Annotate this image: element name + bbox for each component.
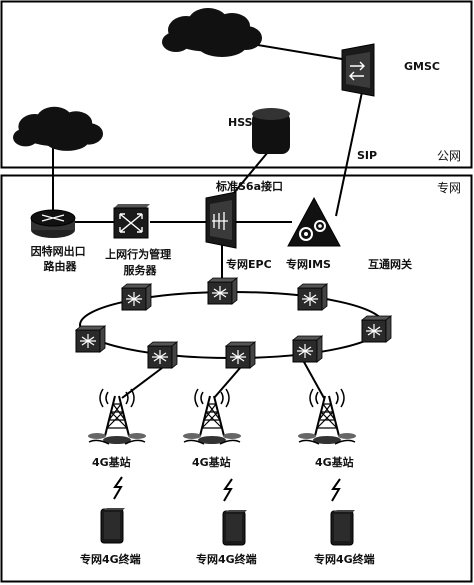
- link-ring-bs1: [121, 367, 163, 399]
- terminal-2-label: 专网4G终端: [196, 552, 257, 566]
- behavior-server-label: 上网行为管理 服务器: [105, 247, 175, 277]
- wireless-bolt-2-icon: [223, 478, 233, 502]
- base-station-2-label: 4G基站: [192, 455, 231, 469]
- terminal-1-phone-icon: [100, 507, 126, 544]
- behavior-server-label-line1: 上网行为管理: [105, 247, 171, 261]
- ring-switch-3: [297, 283, 328, 311]
- ring-switch-7: [225, 341, 256, 369]
- terminal-1-label: 专网4G终端: [80, 552, 141, 566]
- router-label-line1: 因特网出口: [31, 244, 86, 258]
- terminal-3-phone-icon: [330, 509, 356, 546]
- behavior-server-label-line2: 服务器: [124, 263, 158, 277]
- hss-label: HSS: [228, 116, 253, 129]
- sip-link-label: SIP: [357, 149, 377, 162]
- terminal-3-label: 专网4G终端: [314, 552, 375, 566]
- ring-switch-8: [292, 335, 323, 363]
- top-cloud-icon: [162, 8, 262, 57]
- ims-label: 专网IMS: [286, 257, 331, 271]
- private-zone-frame: [0, 174, 473, 583]
- base-station-1-icon: [87, 388, 147, 445]
- ring-switch-6: [147, 341, 178, 369]
- private-zone-label: 专网: [437, 180, 461, 195]
- router-icon: [30, 209, 76, 238]
- wireless-bolt-3-icon: [331, 478, 341, 502]
- switch-icon: [113, 204, 150, 239]
- s6a-link-label: 标准S6a接口: [215, 179, 283, 193]
- wireless-bolt-1-icon: [113, 476, 123, 500]
- link-ring-bs3: [303, 361, 325, 399]
- ring-switch-5: [75, 325, 106, 353]
- ring-switches: [75, 277, 392, 369]
- terminal-2-phone-icon: [222, 509, 248, 546]
- gateway-label: 互通网关: [368, 257, 412, 271]
- base-station-3-label: 4G基站: [315, 455, 354, 469]
- public-zone-frame: [0, 0, 473, 169]
- epc-server-icon: [205, 191, 237, 249]
- public-zone-label: 公网: [437, 149, 461, 163]
- epc-label: 专网EPC: [226, 257, 272, 271]
- base-station-2-icon: [182, 388, 242, 445]
- ring-switch-4: [361, 315, 392, 343]
- link-gmsc-ims: [335, 91, 363, 217]
- base-station-3-icon: [297, 388, 357, 445]
- gmsc-label: GMSC: [404, 60, 440, 73]
- ring-switch-1: [121, 283, 152, 311]
- hss-database-icon: [252, 108, 290, 154]
- gmsc-server-icon: [341, 43, 375, 97]
- base-station-1-label: 4G基站: [92, 455, 131, 469]
- ims-gear-icon: [287, 196, 341, 247]
- router-label-line2: 路由器: [44, 259, 78, 273]
- internet-cloud-icon: [12, 106, 103, 151]
- link-ring-bs2: [213, 367, 241, 399]
- ring-switch-2: [207, 277, 238, 305]
- router-label: 因特网出口 路由器: [31, 244, 90, 273]
